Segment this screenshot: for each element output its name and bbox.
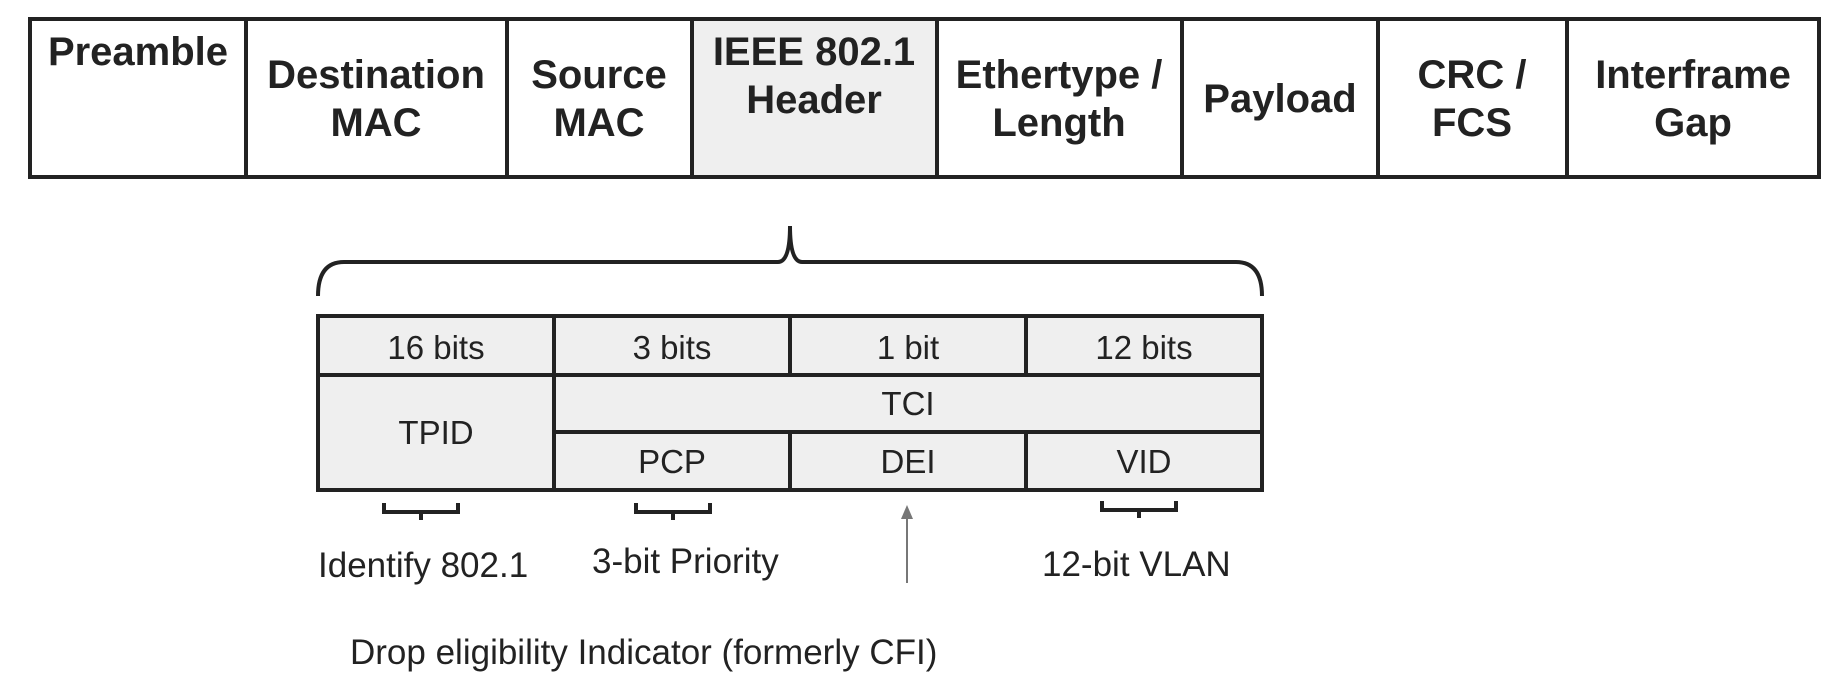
vid-brace <box>1100 501 1178 518</box>
header-expansion-brace <box>316 225 1264 297</box>
bit-size-tpid: 16 bits <box>387 329 484 366</box>
dei-arrow <box>901 505 913 583</box>
frame-label-interframe-line1: Interframe <box>1595 53 1791 97</box>
vid-annotation: 12-bit VLAN <box>1042 545 1231 584</box>
tpid-label: TPID <box>398 414 473 451</box>
frame-label-ethertype-line2: Length <box>992 101 1125 145</box>
frame-label-ieee-line2: Header <box>746 78 882 122</box>
vid-label: VID <box>1116 443 1171 480</box>
frame-field-crc-fcs <box>1376 17 1569 179</box>
frame-field-interframe-gap <box>1565 17 1821 179</box>
frame-field-payload <box>1180 17 1380 179</box>
ethernet-frame: Preamble Destination MAC Source MAC IEEE… <box>28 17 1821 179</box>
frame-label-preamble: Preamble <box>48 30 228 74</box>
bit-size-dei: 1 bit <box>877 329 939 366</box>
frame-label-ieee-line1: IEEE 802.1 <box>713 30 915 74</box>
bit-size-vid: 12 bits <box>1095 329 1192 366</box>
tpid-annotation: Identify 802.1 <box>318 546 528 585</box>
dei-label: DEI <box>880 443 935 480</box>
tpid-brace <box>382 503 460 520</box>
pcp-annotation: 3-bit Priority <box>592 542 779 581</box>
frame-field-ethertype <box>935 17 1184 179</box>
frame-label-crc-line2: FCS <box>1432 101 1512 145</box>
frame-field-destination-mac <box>244 17 509 179</box>
frame-label-payload: Payload <box>1203 77 1356 121</box>
bit-size-pcp: 3 bits <box>633 329 712 366</box>
frame-label-destination-line1: Destination <box>267 53 485 97</box>
frame-field-preamble <box>28 17 248 179</box>
pcp-brace <box>634 503 712 520</box>
frame-label-destination-line2: MAC <box>330 101 421 145</box>
frame-field-ieee-header <box>690 17 939 179</box>
frame-label-source-line2: MAC <box>553 101 644 145</box>
frame-label-ethertype-line1: Ethertype / <box>956 53 1163 97</box>
frame-label-crc-line1: CRC / <box>1418 53 1527 97</box>
tci-label: TCI <box>881 385 934 422</box>
frame-label-source-line1: Source <box>531 53 667 97</box>
frame-field-source-mac <box>505 17 694 179</box>
vlan-tag-table: 16 bits 3 bits 1 bit 12 bits TPID TCI PC… <box>316 314 1264 492</box>
frame-label-interframe-line2: Gap <box>1654 101 1732 145</box>
pcp-label: PCP <box>638 443 706 480</box>
dei-annotation: Drop eligibility Indicator (formerly CFI… <box>350 633 937 672</box>
